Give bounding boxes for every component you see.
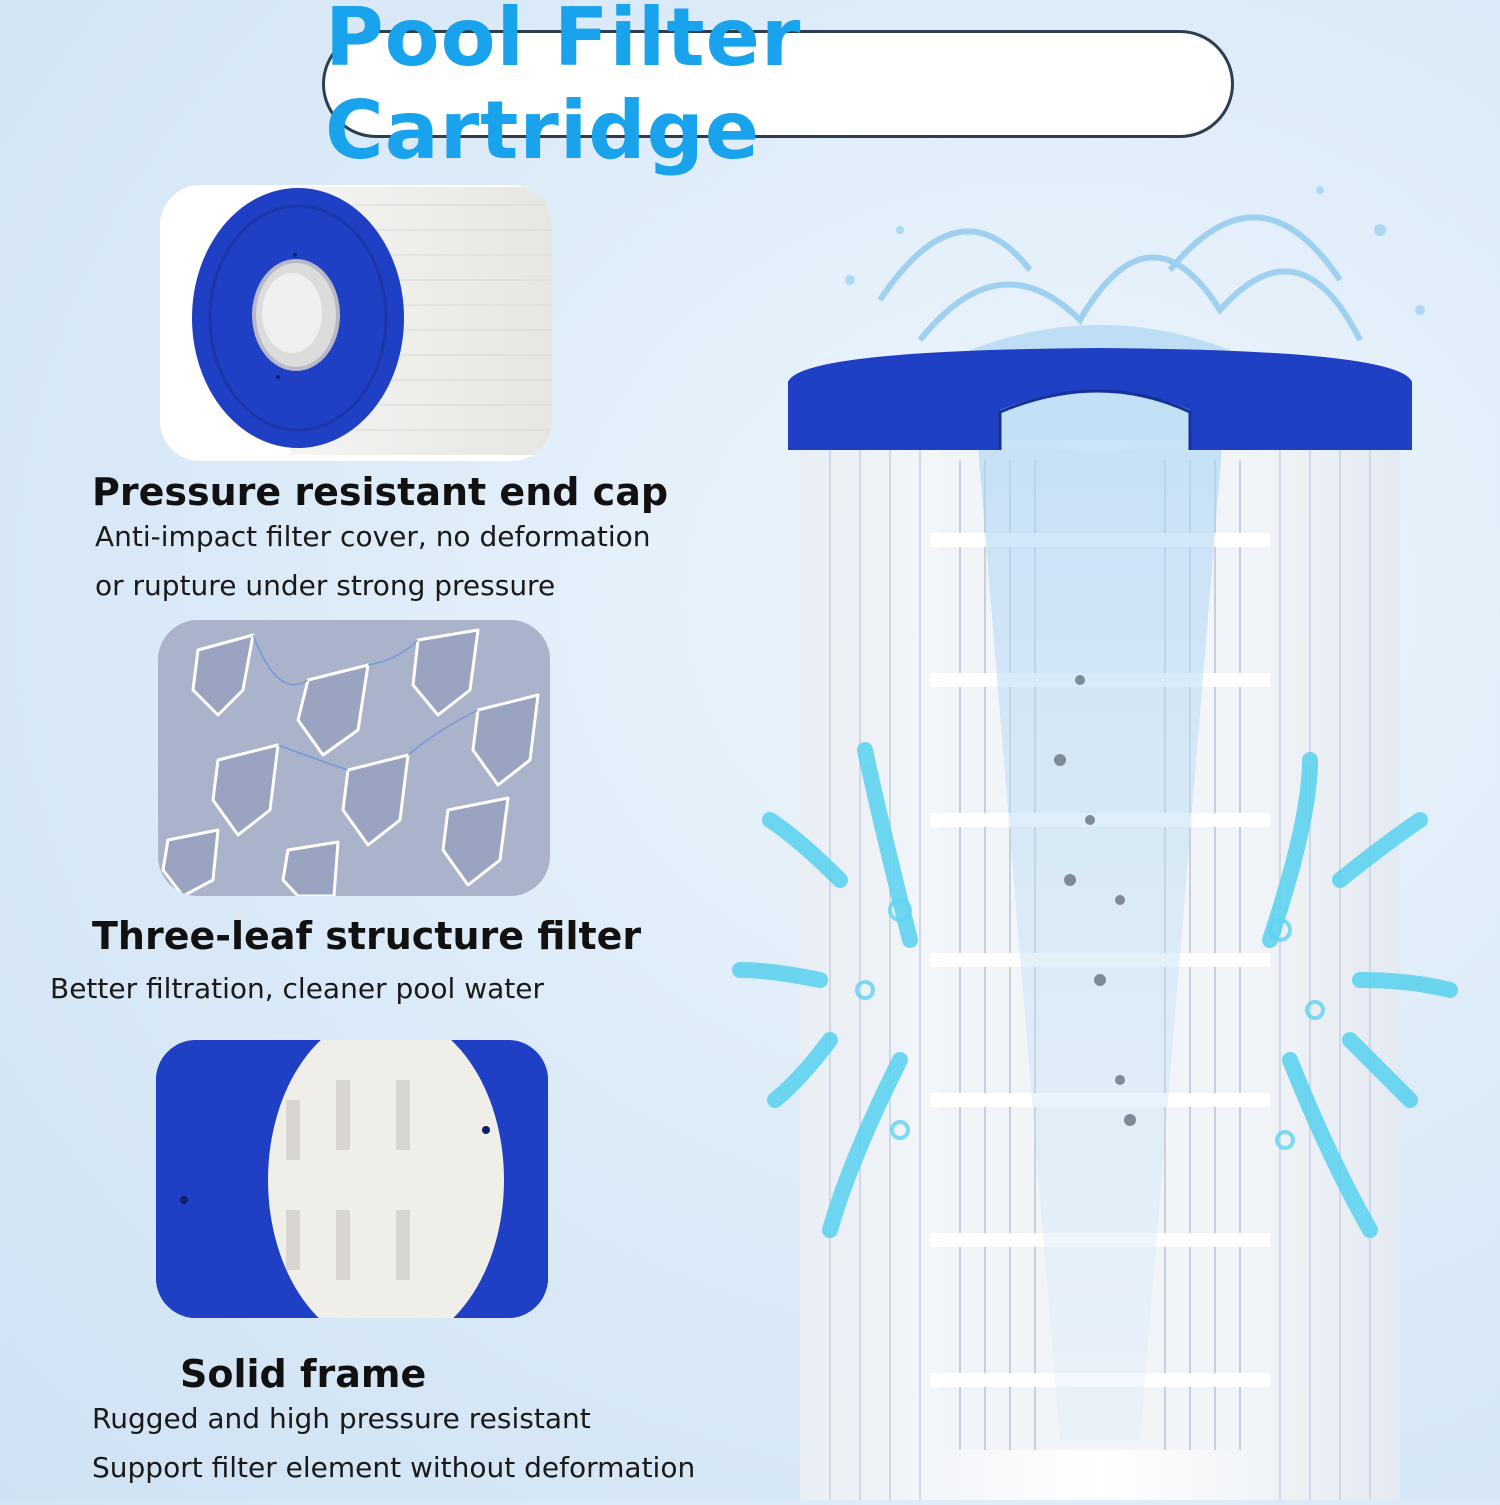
end-cap-image	[160, 185, 552, 461]
feature-title-three-leaf: Three-leaf structure filter	[92, 914, 642, 958]
feature-desc-frame-1: Rugged and high pressure resistant	[92, 1402, 591, 1435]
water-splash	[877, 214, 1363, 342]
three-leaf-image	[158, 620, 550, 896]
feature-title-end-cap: Pressure resistant end cap	[92, 470, 669, 514]
feature-title-frame: Solid frame	[180, 1352, 427, 1396]
feature-desc-three-leaf: Better filtration, cleaner pool water	[50, 972, 544, 1005]
feature-desc-frame-2: Support filter element without deformati…	[92, 1451, 696, 1484]
title-banner: Pool Filter Cartridge	[322, 0, 1234, 177]
feature-desc-end-cap-2: or rupture under strong pressure	[95, 569, 556, 602]
frame-image	[156, 1040, 548, 1318]
feature-desc-end-cap-1: Anti-impact filter cover, no deformation	[95, 520, 651, 553]
cartridge-hero-image	[700, 120, 1500, 1500]
flow-arrows	[732, 742, 1458, 1238]
page-title: Pool Filter Cartridge	[325, 0, 802, 177]
